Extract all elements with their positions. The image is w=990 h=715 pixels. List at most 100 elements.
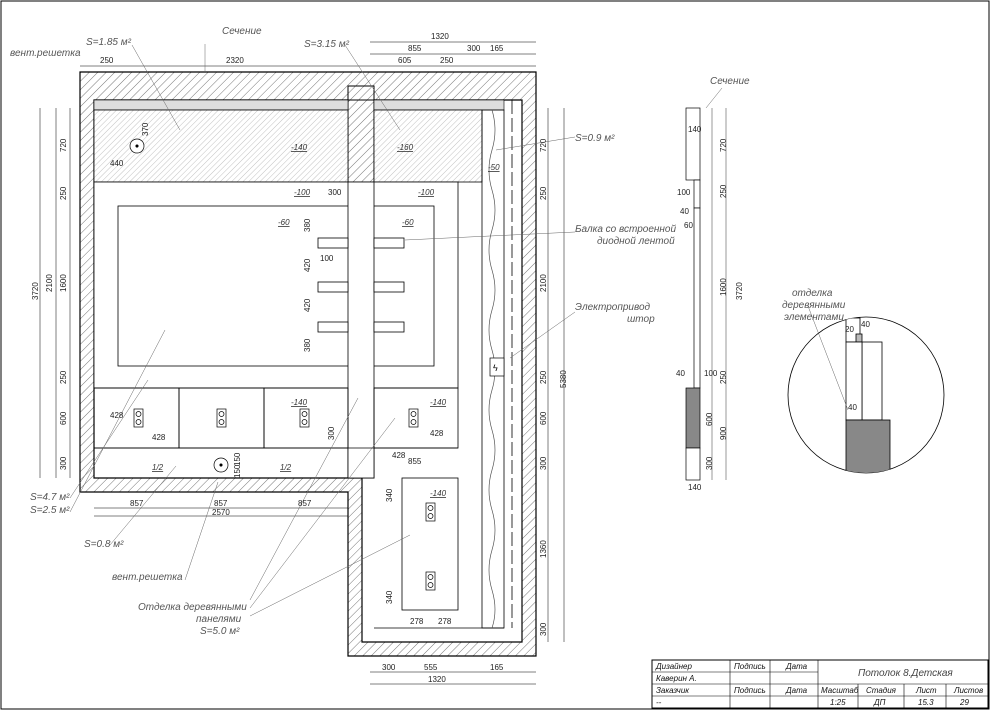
tb-client: -- — [656, 698, 662, 707]
label-beam-2: диодной лентой — [597, 236, 675, 247]
side-100a: 100 — [677, 188, 691, 197]
level-4: -100 — [294, 188, 311, 197]
area-4: S=4.7 м² — [30, 492, 70, 503]
tb-sheets-header: Листов — [953, 686, 983, 695]
title-block: Дизайнер Подпись Дата Каверин А. Заказчи… — [651, 659, 989, 709]
tb-stage-header: Стадия — [866, 686, 897, 695]
dim-top-250a: 250 — [100, 56, 114, 65]
level-2: -160 — [397, 143, 414, 152]
tb-designer-header: Дизайнер — [655, 662, 692, 671]
dim-top-165: 165 — [490, 44, 504, 53]
label-vent-bottom: вент.решетка — [112, 572, 183, 583]
dim-right-2100: 2100 — [539, 274, 548, 292]
level-6: -60 — [278, 218, 290, 227]
dim-left-600: 600 — [59, 411, 68, 425]
dim-in-278a: 278 — [410, 617, 424, 626]
tb-stage: ДП — [873, 698, 886, 707]
ceiling-zones — [93, 100, 513, 629]
side-140b: 140 — [688, 483, 702, 492]
side-250a: 250 — [719, 184, 728, 198]
label-drive-1: Электропривод — [575, 302, 651, 313]
dim-in-380b: 380 — [303, 338, 312, 352]
dim-in-380a: 380 — [303, 218, 312, 232]
level-12: 1/2 — [280, 463, 292, 472]
dim-top-1320: 1320 — [431, 32, 449, 41]
tb-sheets: 29 — [959, 698, 969, 707]
dim-right-720: 720 — [539, 138, 548, 152]
tb-designer: Каверин А. — [656, 674, 697, 683]
dim-left-720: 720 — [59, 138, 68, 152]
dim-right-250b: 250 — [539, 370, 548, 384]
led-beams — [317, 237, 405, 333]
dim-top-855: 855 — [408, 44, 422, 53]
dim-in-428b: 428 — [152, 433, 166, 442]
dim-in-428c: 428 — [430, 429, 444, 438]
dim-right-300a: 300 — [539, 456, 548, 470]
dim-in-150a: 150 — [233, 452, 242, 466]
dim-in-278b: 278 — [438, 617, 452, 626]
dim-in-150b: 150 — [233, 464, 242, 478]
level-11: 1/2 — [152, 463, 164, 472]
tb-date-header-2: Дата — [785, 686, 808, 695]
side-60: 60 — [684, 221, 693, 230]
tb-sheet: 15.3 — [918, 698, 934, 707]
dim-in-340a: 340 — [385, 488, 394, 502]
dim-bot-165: 165 — [490, 663, 504, 672]
label-wood-1: Отделка деревянными — [138, 602, 247, 613]
dim-left-2100: 2100 — [45, 274, 54, 292]
label-vent-top: вент.решетка — [10, 48, 81, 59]
detail-circle: 20 40 40 отделка деревянными элементами — [782, 288, 945, 474]
circle-40a: 40 — [861, 320, 870, 329]
dim-in-428d: 428 — [392, 451, 406, 460]
tb-scale-header: Масштаб — [821, 686, 859, 695]
label-beam-1: Балка со встроенной — [575, 224, 676, 235]
side-250b: 250 — [719, 370, 728, 384]
tb-sign-header: Подпись — [734, 662, 766, 671]
dim-right-250a: 250 — [539, 186, 548, 200]
tb-sign-header-2: Подпись — [734, 686, 766, 695]
dim-bot-1320: 1320 — [428, 675, 446, 684]
side-1600: 1600 — [719, 278, 728, 296]
tb-date-header: Дата — [785, 662, 808, 671]
label-wood-2: панелями — [196, 614, 242, 625]
side-900: 900 — [719, 426, 728, 440]
level-5: -100 — [418, 188, 435, 197]
dim-bot-2570: 2570 — [212, 508, 230, 517]
dim-in-370: 370 — [141, 122, 150, 136]
side-section — [685, 87, 727, 481]
light-fixtures — [129, 138, 505, 591]
dim-in-855: 855 — [408, 457, 422, 466]
dim-top-300: 300 — [467, 44, 481, 53]
dim-in-100: 100 — [320, 254, 334, 263]
area-5: S=2.5 м² — [30, 505, 70, 516]
dim-bot-555: 555 — [424, 663, 438, 672]
drive-symbol: ϟ — [493, 363, 498, 373]
area-2: S=3.15 м² — [304, 39, 350, 50]
dim-left-1600: 1600 — [59, 274, 68, 292]
dim-bot-300: 300 — [382, 663, 396, 672]
dim-bot-857c: 857 — [298, 499, 312, 508]
side-40b: 40 — [676, 369, 685, 378]
side-600: 600 — [705, 412, 714, 426]
dimension-lines — [39, 41, 565, 685]
side-3720: 3720 — [735, 282, 744, 300]
area-1: S=1.85 м² — [86, 37, 132, 48]
dim-left-300: 300 — [59, 456, 68, 470]
tb-client-header: Заказчик — [656, 686, 690, 695]
dim-right-300b: 300 — [539, 622, 548, 636]
side-100b: 100 — [704, 369, 718, 378]
dim-in-300: 300 — [328, 188, 342, 197]
circle-40b: 40 — [848, 403, 857, 412]
level-1: -140 — [291, 143, 308, 152]
side-300: 300 — [705, 456, 714, 470]
label-section-plan: Сечение — [222, 26, 262, 37]
dim-left-250a: 250 — [59, 186, 68, 200]
dim-in-340b: 340 — [385, 590, 394, 604]
level-3: -50 — [488, 163, 500, 172]
area-3: S=0.9 м² — [575, 133, 615, 144]
tb-title: Потолок 8.Детская — [858, 668, 953, 679]
label-side-wood-1: отделка — [792, 288, 833, 299]
dim-bot-857b: 857 — [214, 499, 228, 508]
dim-right-1360: 1360 — [539, 540, 548, 558]
